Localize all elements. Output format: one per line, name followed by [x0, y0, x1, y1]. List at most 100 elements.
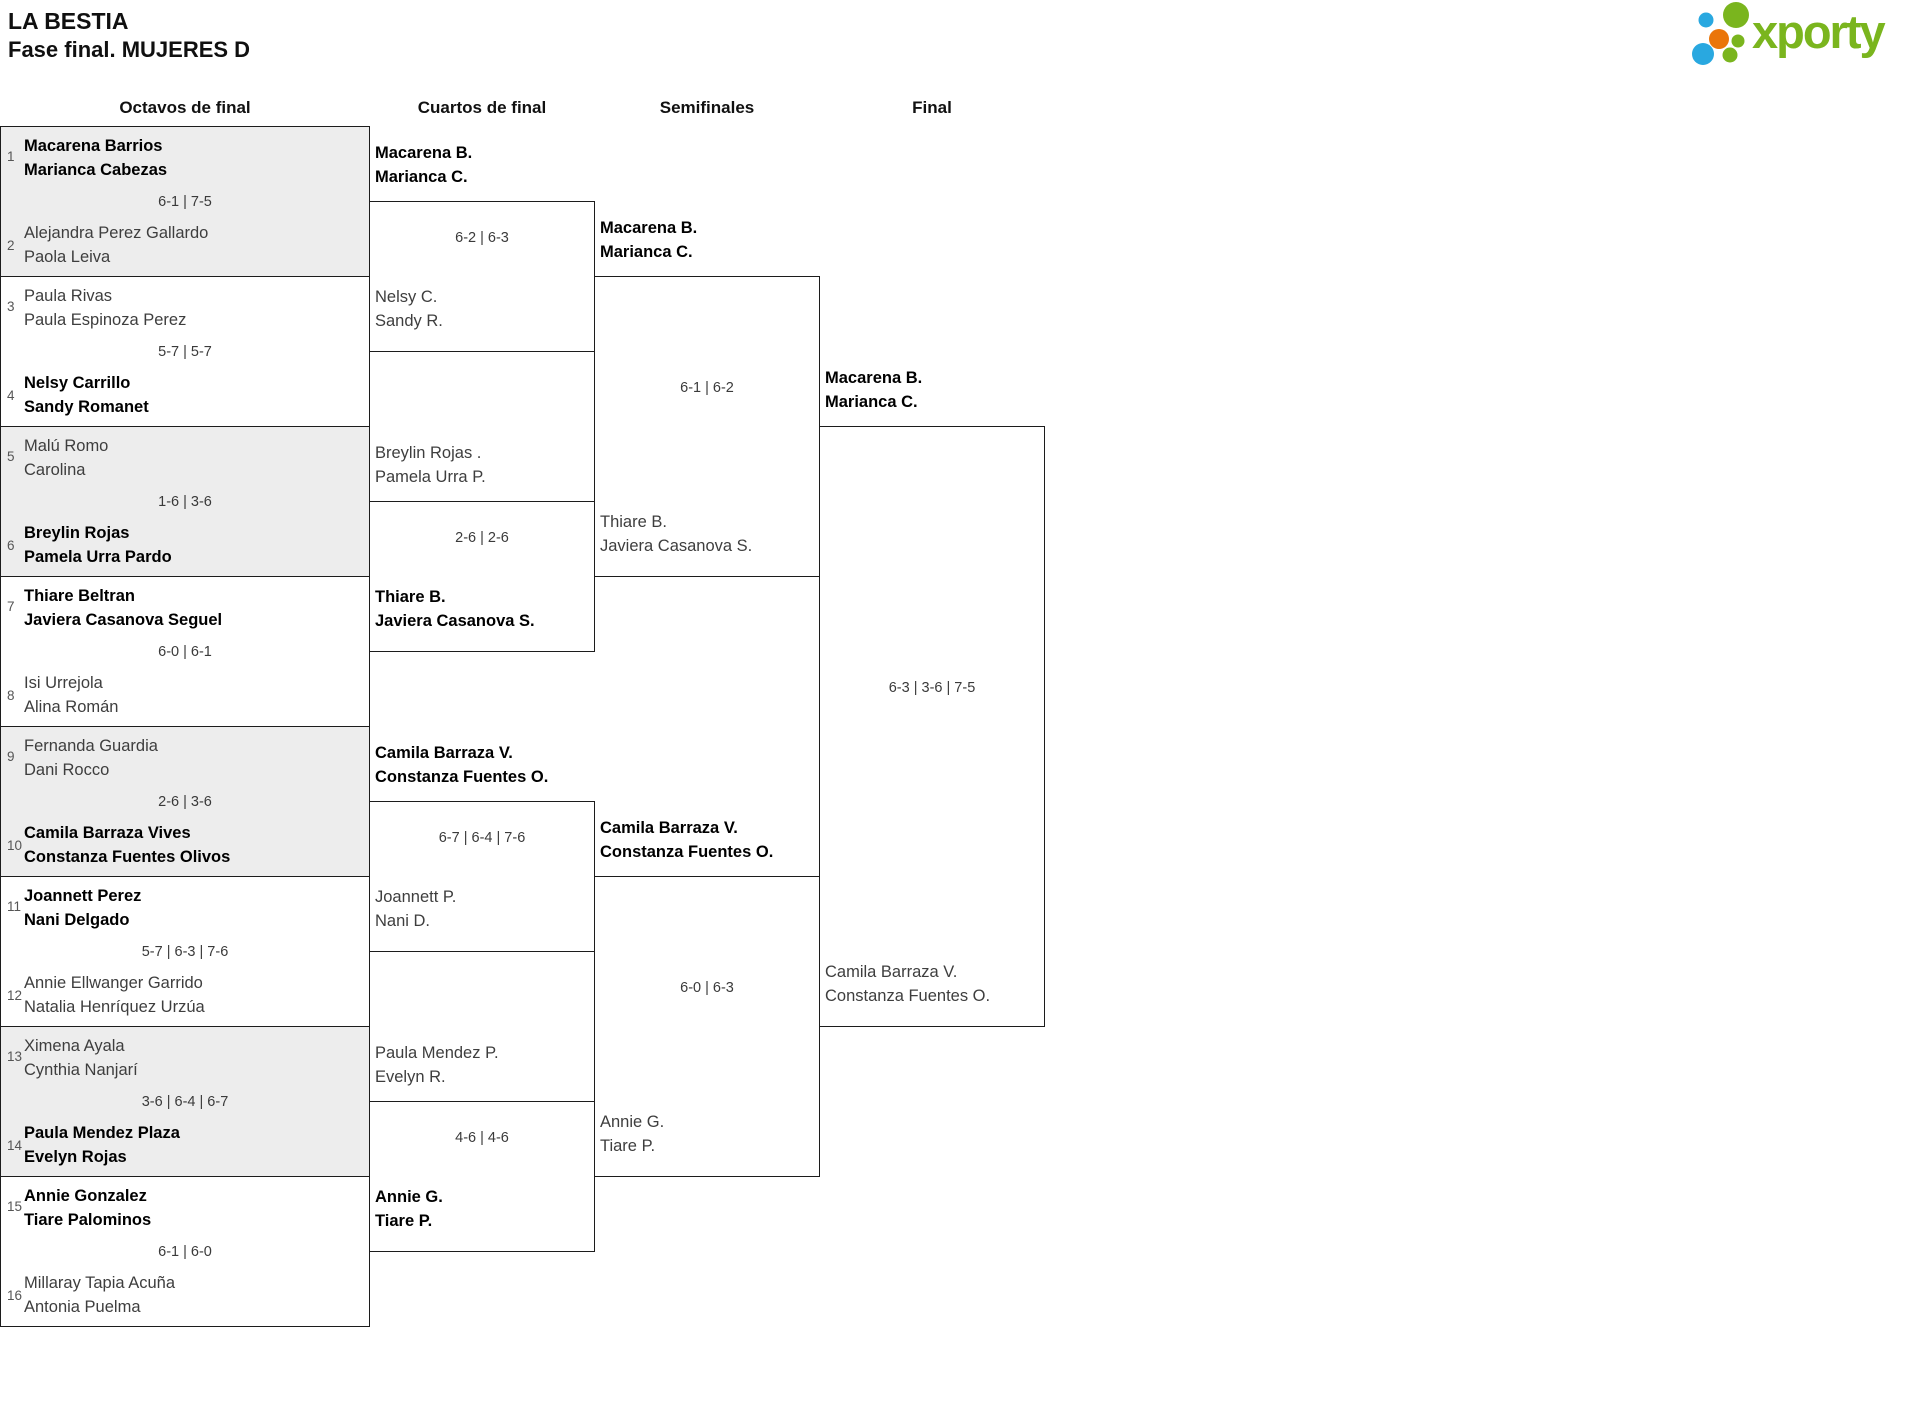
player-name: Fernanda Guardia — [24, 737, 158, 755]
r16-match-8: 15 Annie Gonzalez Tiare Palominos 6-1 | … — [0, 1176, 370, 1327]
sf1-score: 6-1 | 6-2 — [680, 380, 734, 396]
team-annie-natalia: Annie Ellwanger Garrido Natalia Henríque… — [24, 971, 365, 1019]
player-name: Javiera Casanova Seguel — [24, 611, 223, 629]
player-name: Millaray Tapia Acuña — [24, 1274, 176, 1292]
match-score: 5-7 | 6-3 | 7-6 — [141, 943, 229, 960]
team-isi-alina: Isi Urrejola Alina Román — [24, 671, 365, 719]
final-score: 6-3 | 3-6 | 7-5 — [888, 680, 976, 696]
r16-match-7: 13 Ximena Ayala Cynthia Nanjarí 3-6 | 6-… — [0, 1026, 370, 1177]
team-anniegonzalez-tiare: Annie Gonzalez Tiare Palominos — [24, 1184, 365, 1232]
player-name: Marianca C. — [600, 243, 693, 261]
player-name: Constanza Fuentes O. — [375, 768, 549, 786]
player-name: Annie Ellwanger Garrido — [24, 974, 203, 992]
logo-dot-blue-bottom — [1692, 43, 1714, 65]
player-name: Alina Román — [24, 698, 119, 716]
player-name: Breylin Rojas . — [375, 444, 482, 462]
qf3-score: 6-7 | 6-4 | 7-6 — [438, 830, 526, 846]
seed-number: 11 — [7, 899, 22, 914]
team-paulamendez-evelyn: Paula Mendez Plaza Evelyn Rojas — [24, 1121, 365, 1169]
team-macarena-marianca: Macarena Barrios Marianca Cabezas — [24, 134, 365, 182]
player-name: Pamela Urra P. — [375, 468, 486, 486]
r16-match-5: 9 Fernanda Guardia Dani Rocco 2-6 | 3-6 … — [0, 726, 370, 877]
player-name: Joannett Perez — [24, 887, 142, 905]
qf4-top-team: Paula Mendez P. Evelyn R. — [375, 1041, 591, 1089]
player-name: Dani Rocco — [24, 761, 110, 779]
match-score: 3-6 | 6-4 | 6-7 — [141, 1093, 229, 1110]
seed-number: 13 — [7, 1049, 23, 1064]
match-score: 6-1 | 6-0 — [158, 1243, 212, 1260]
seed-number: 3 — [7, 299, 15, 314]
logo-dot-green-large — [1723, 2, 1749, 28]
player-name: Javiera Casanova S. — [600, 537, 753, 555]
player-name: Javiera Casanova S. — [375, 612, 535, 630]
player-name: Breylin Rojas — [24, 524, 130, 542]
player-name: Constanza Fuentes O. — [600, 843, 774, 861]
sf2-bottom-team: Annie G. Tiare P. — [600, 1110, 816, 1158]
seed-number: 16 — [7, 1288, 23, 1303]
player-name: Macarena B. — [600, 219, 698, 237]
r16-match-3: 5 Malú Romo Carolina 1-6 | 3-6 6 Breylin… — [0, 426, 370, 577]
seed-number: 8 — [7, 688, 15, 703]
team-alejandra-paola: Alejandra Perez Gallardo Paola Leiva — [24, 221, 365, 269]
qf2-top-team: Breylin Rojas . Pamela Urra P. — [375, 441, 591, 489]
player-name: Paola Leiva — [24, 248, 111, 266]
seed-number: 15 — [7, 1199, 23, 1214]
player-name: Thiare Beltran — [24, 587, 135, 605]
seed-number: 4 — [7, 388, 15, 403]
player-name: Sandy R. — [375, 312, 443, 330]
match-score: 1-6 | 3-6 — [158, 493, 212, 510]
match-score: 5-7 | 5-7 — [158, 343, 212, 360]
r16-match-6: 11 Joannett Perez Nani Delgado 5-7 | 6-3… — [0, 876, 370, 1027]
player-name: Sandy Romanet — [24, 398, 149, 416]
player-name: Marianca C. — [825, 393, 918, 411]
player-name: Paula Rivas — [24, 287, 113, 305]
player-name: Malú Romo — [24, 437, 109, 455]
logo-dot-green-bottom — [1722, 47, 1738, 63]
round-header-semifinales: Semifinales — [659, 98, 755, 117]
player-name: Macarena B. — [375, 144, 473, 162]
player-name: Camila Barraza V. — [375, 744, 513, 762]
logo-dot-orange — [1709, 29, 1729, 49]
player-name: Evelyn Rojas — [24, 1148, 127, 1166]
team-malu-carolina: Malú Romo Carolina — [24, 434, 365, 482]
team-millaray-antonia: Millaray Tapia Acuña Antonia Puelma — [24, 1271, 365, 1319]
player-name: Thiare B. — [600, 513, 667, 531]
bracket-subtitle: Fase final. MUJERES D — [8, 37, 251, 62]
qf3-top-team: Camila Barraza V. Constanza Fuentes O. — [375, 741, 591, 789]
player-name: Macarena Barrios — [24, 137, 163, 155]
player-name: Pamela Urra Pardo — [24, 548, 172, 566]
seed-number: 1 — [7, 149, 15, 164]
sf1-top-team: Macarena B. Marianca C. — [600, 216, 816, 264]
player-name: Ximena Ayala — [24, 1037, 125, 1055]
player-name: Camila Barraza V. — [825, 963, 958, 981]
player-name: Camila Barraza V. — [600, 819, 738, 837]
player-name: Tiare P. — [375, 1212, 433, 1230]
logo-dot-blue-top — [1698, 12, 1714, 28]
qf1-top-team: Macarena B. Marianca C. — [375, 141, 591, 189]
xporty-logo[interactable]: xporty — [1686, 0, 1920, 66]
player-name: Tiare Palominos — [24, 1211, 152, 1229]
qf4-score: 4-6 | 4-6 — [455, 1130, 509, 1146]
team-camila-constanza: Camila Barraza Vives Constanza Fuentes O… — [24, 821, 365, 869]
qf1-bottom-team: Nelsy C. Sandy R. — [375, 285, 591, 333]
seed-number: 7 — [7, 599, 15, 614]
qf4-bottom-team: Annie G. Tiare P. — [375, 1185, 591, 1233]
seed-number: 5 — [7, 449, 15, 464]
logo-dot-green-small — [1731, 34, 1745, 48]
team-thiare-javiera: Thiare Beltran Javiera Casanova Seguel — [24, 584, 365, 632]
player-name: Paula Mendez P. — [375, 1044, 499, 1062]
r16-match-4: 7 Thiare Beltran Javiera Casanova Seguel… — [0, 576, 370, 727]
team-breylin-pamela: Breylin Rojas Pamela Urra Pardo — [24, 521, 365, 569]
seed-number: 6 — [7, 538, 15, 553]
seed-number: 14 — [7, 1138, 23, 1153]
final-box — [819, 426, 1045, 1027]
player-name: Joannett P. — [375, 888, 457, 906]
player-name: Nani Delgado — [24, 911, 130, 929]
match-score: 2-6 | 3-6 — [158, 793, 212, 810]
team-nelsy-sandy: Nelsy Carrillo Sandy Romanet — [24, 371, 365, 419]
round-header-final: Final — [912, 98, 952, 117]
player-name: Nelsy Carrillo — [24, 374, 131, 392]
qf2-score: 2-6 | 2-6 — [455, 530, 509, 546]
player-name: Annie Gonzalez — [24, 1187, 147, 1205]
